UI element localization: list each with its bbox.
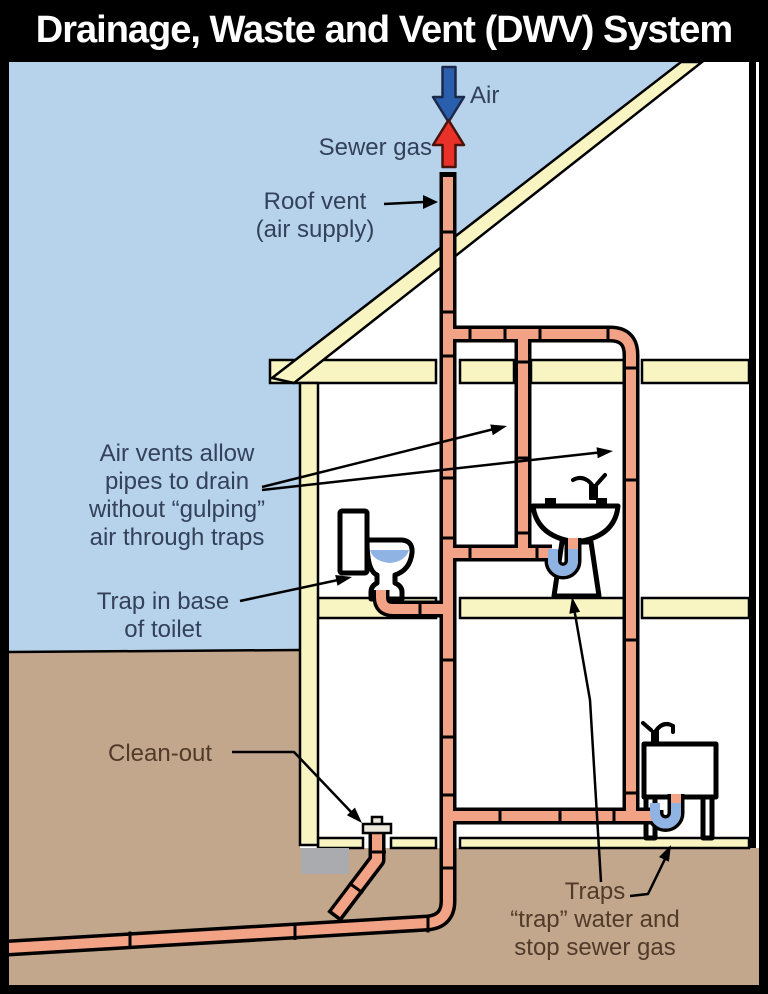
air-label: Air (470, 82, 500, 109)
roof-band (269, 60, 706, 385)
sink-rim-block (596, 498, 607, 507)
left-wall (298, 381, 320, 847)
traps-label: Traps “trap” water and stop sewer gas (510, 878, 680, 961)
toilet-trap-label: Trap in base of toilet (96, 588, 230, 643)
right-wall (749, 62, 756, 848)
label-pointer-lines (232, 195, 671, 898)
footing-block (301, 848, 349, 874)
clean-out-cap (361, 815, 393, 835)
pipe-joint-ticks (128, 230, 640, 949)
toilet-fixture (337, 508, 415, 602)
faucet-icon (571, 473, 607, 500)
sewer-gas-label: Sewer gas (318, 134, 432, 161)
ceiling-band (268, 358, 751, 385)
frame-border (0, 62, 768, 994)
ground (8, 648, 759, 985)
clean-out-label: Clean-out (108, 740, 213, 767)
sink-rim-block (545, 498, 556, 507)
sewer-gas-up-arrow-icon (431, 118, 466, 169)
page-title: Drainage, Waste and Vent (DWV) System (35, 9, 733, 51)
toilet-water (370, 550, 409, 563)
faucet-icon (641, 721, 675, 745)
air-vents-label: Air vents allow pipes to drain without “… (88, 440, 266, 551)
trap-water (548, 549, 681, 829)
title-bar: Drainage, Waste and Vent (DWV) System (0, 0, 768, 62)
air-down-arrow-icon (431, 65, 466, 124)
roof-vent-label: Roof vent (air supply) (255, 188, 375, 243)
